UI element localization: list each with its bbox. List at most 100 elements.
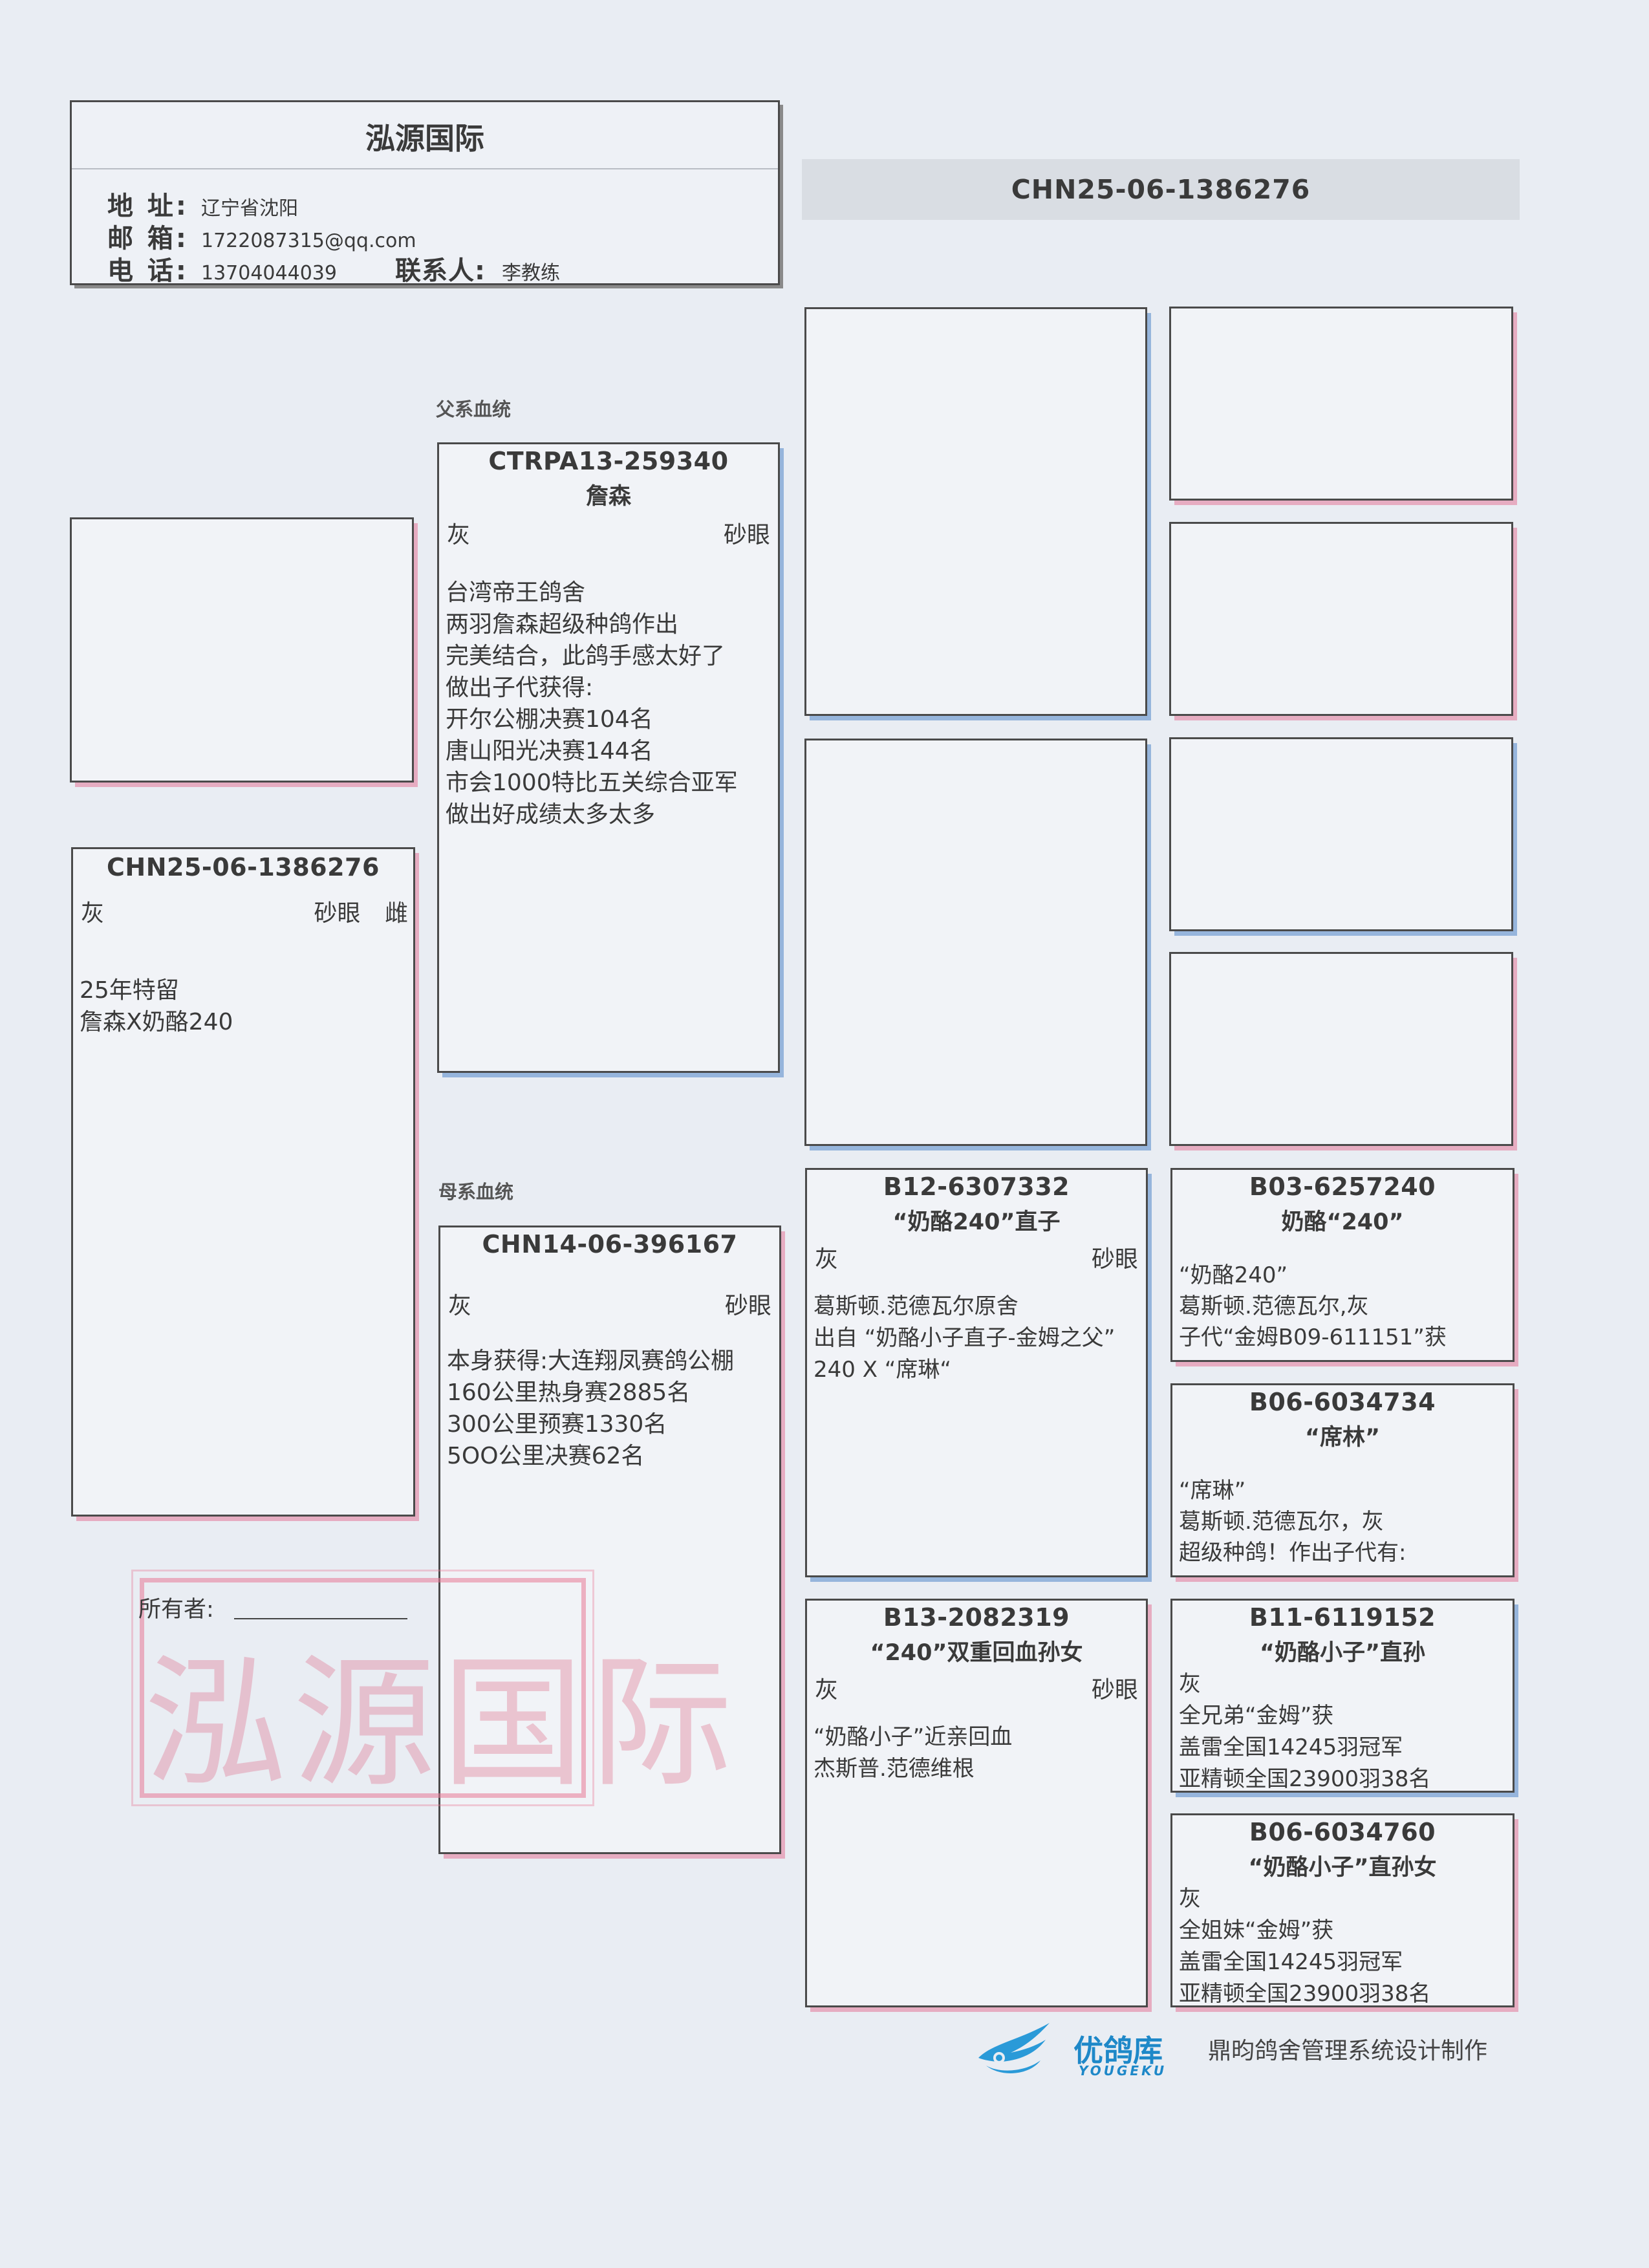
ggp-1-name: 奶酪“240” [1281,1209,1404,1235]
dam-dam-notes: “奶酪小子”近亲回血 杰斯普.范德维根 [807,1722,1146,1785]
ggp-4-note: 灰 [1179,1886,1201,1912]
dam-card: CHN14-06-396167 灰 砂眼 本身获得:大连翔凤赛鸽公棚 160公里… [438,1226,781,1854]
subject-ring: CHN25-06-1386276 [107,853,380,881]
ggp-3-note: 亚精顿全国23900羽38名 [1179,1766,1431,1792]
dam-dam-note: “奶酪小子”近亲回血 [814,1724,1013,1750]
dam-sire-name: “奶酪240”直子 [892,1209,1061,1235]
sire-notes: 台湾帝王鸽舍 两羽詹森超级种鸽作出 完美结合，此鸽手感太好了 做出子代获得: 开… [439,577,778,830]
sire-note: 完美结合，此鸽手感太好了 [446,643,726,669]
ggp-1-note: 子代“金姆B09-611151”获 [1179,1324,1447,1350]
brand-name-en: YOUGEKU [1079,2063,1167,2079]
ggp-4-ring: B06-6034760 [1249,1818,1436,1846]
dam-traits: 灰 砂眼 [440,1287,779,1321]
sire-note: 唐山阳光决赛144名 [446,738,653,764]
dam-dam-note: 杰斯普.范德维根 [814,1756,975,1782]
contact-label: 联系人: [395,256,486,286]
sire-note: 做出好成绩太多太多 [446,801,656,828]
brand-name: 优鸽库 [1073,2033,1163,2068]
ggp-1-notes: “奶酪240” 葛斯顿.范德瓦尔,灰 子代“金姆B09-611151”获 [1172,1260,1513,1353]
dam-note: 300公里预赛1330名 [447,1411,667,1438]
address-value: 辽宁省沈阳 [201,197,298,220]
sire-ring: CTRPA13-259340 [488,447,729,475]
sire-note: 市会1000特比五关综合亚军 [446,770,738,796]
dam-ring: CHN14-06-396167 [482,1230,738,1258]
subject-note: 25年特留 [80,977,179,1004]
ggp-4-name: “奶酪小子”直孙女 [1248,1855,1437,1881]
header-divider [72,168,778,169]
subject-traits: 灰 砂眼 雌 [73,894,413,928]
dam-sire-color: 灰 [815,1246,839,1273]
address-label: 地 址: [107,191,189,221]
ggp-photo-1 [1169,307,1513,501]
pedigree-title-ring: CHN25-06-1386276 [802,159,1520,220]
dam-sire-notes: 葛斯顿.范德瓦尔原舍 出自 “奶酪小子直子-金姆之父” 240 X “席琳“ [807,1291,1146,1386]
ggp-4-note: 盖雷全国14245羽冠军 [1179,1949,1403,1975]
sire-color: 灰 [447,522,471,548]
sire-name: 詹森 [585,484,631,510]
ggp-3-notes: 灰 全兄弟“金姆”获 盖雷全国14245羽冠军 亚精顿全国23900羽38名 [1172,1669,1513,1795]
ggp-3-note: 灰 [1179,1671,1201,1697]
ggp-card-4: B06-6034760 “奶酪小子”直孙女 灰 全姐妹“金姆”获 盖雷全国142… [1170,1813,1514,2007]
dam-dam-name: “240”双重回血孙女 [870,1640,1083,1666]
sire-note: 台湾帝王鸽舍 [446,579,586,606]
owner-signature-line [234,1618,407,1619]
dam-sire-traits: 灰 砂眼 [807,1240,1146,1274]
dam-dam-card: B13-2082319 “240”双重回血孙女 灰 砂眼 “奶酪小子”近亲回血 … [805,1599,1148,2007]
ggp-card-3: B11-6119152 “奶酪小子”直孙 灰 全兄弟“金姆”获 盖雷全国1424… [1170,1599,1514,1793]
dam-dam-color: 灰 [815,1677,839,1703]
dam-note: 5OO公里决赛62名 [447,1443,645,1469]
subject-photo [70,517,414,783]
subject-color: 灰 [81,900,105,927]
subject-eye: 砂眼 [314,900,361,927]
ggp-2-note: “席琳” [1179,1478,1246,1504]
contact-value: 李教练 [502,262,560,285]
dam-sire-ring: B12-6307332 [883,1172,1070,1201]
phone-row: 电 话: 13704044039 联系人: 李教练 [107,250,560,287]
dam-dam-ring: B13-2082319 [883,1603,1070,1632]
dam-sire-note: 出自 “奶酪小子直子-金姆之父” [814,1325,1116,1351]
email-value: 1722087315@qq.com [201,230,416,252]
subject-notes: 25年特留 詹森X奶酪240 [73,975,413,1038]
sire-note: 做出子代获得: [446,675,594,701]
sire-traits: 灰 砂眼 [439,516,778,550]
dam-color: 灰 [448,1293,472,1319]
sire-eye: 砂眼 [723,522,770,548]
yougeku-logo-icon [978,2023,1050,2073]
dam-eye: 砂眼 [724,1293,771,1319]
dam-notes: 本身获得:大连翔凤赛鸽公棚 160公里热身赛2885名 300公里预赛1330名… [440,1345,779,1472]
dam-dam-eye: 砂眼 [1091,1677,1138,1703]
ggp-1-note: “奶酪240” [1179,1262,1288,1288]
sire-sire-photo [804,307,1147,716]
software-credit: 鼎昀鸽舍管理系统设计制作 [1208,2038,1488,2064]
dam-sire-eye: 砂眼 [1091,1246,1138,1273]
subject-card: CHN25-06-1386276 灰 砂眼 雌 25年特留 詹森X奶酪240 [71,847,415,1517]
dam-sire-card: B12-6307332 “奶酪240”直子 灰 砂眼 葛斯顿.范德瓦尔原舍 出自… [805,1168,1148,1577]
ggp-2-note: 葛斯顿.范德瓦尔，灰 [1179,1509,1384,1535]
ggp-2-ring: B06-6034734 [1249,1388,1436,1416]
dam-note: 本身获得:大连翔凤赛鸽公棚 [447,1348,735,1374]
ggp-3-note: 盖雷全国14245羽冠军 [1179,1734,1403,1760]
breeder-header: 泓源国际 地 址: 辽宁省沈阳 邮 箱: 1722087315@qq.com 电… [70,100,780,287]
ggp-2-name: “席林” [1304,1425,1380,1451]
phone-value: 13704044039 [201,262,337,285]
ggp-3-ring: B11-6119152 [1249,1603,1436,1632]
sire-section-label: 父系血统 [436,398,512,420]
dam-note: 160公里热身赛2885名 [447,1379,691,1406]
ggp-2-note: 超级种鸽！作出子代有: [1179,1540,1406,1566]
sire-note: 开尔公棚决赛104名 [446,706,653,733]
ggp-card-2: B06-6034734 “席林” “席琳” 葛斯顿.范德瓦尔，灰 超级种鸽！作出… [1170,1383,1514,1577]
ggp-2-notes: “席琳” 葛斯顿.范德瓦尔，灰 超级种鸽！作出子代有: [1172,1475,1513,1568]
sire-note: 两羽詹森超级种鸽作出 [446,611,679,638]
dam-section-label: 母系血统 [438,1181,514,1203]
dam-sire-note: 葛斯顿.范德瓦尔原舍 [814,1293,1018,1319]
stamp-text: 泓源国际 [144,1641,740,1806]
owner-label: 所有者: [138,1597,214,1623]
ggp-card-1: B03-6257240 奶酪“240” “奶酪240” 葛斯顿.范德瓦尔,灰 子… [1170,1168,1514,1362]
dam-sire-note: 240 X “席琳“ [814,1357,952,1383]
ggp-1-note: 葛斯顿.范德瓦尔,灰 [1179,1293,1369,1319]
subject-sex: 雌 [384,900,408,927]
ggp-1-ring: B03-6257240 [1249,1172,1436,1201]
ggp-4-note: 亚精顿全国23900羽38名 [1179,1981,1431,2007]
breeder-title: 泓源国际 [365,121,484,156]
